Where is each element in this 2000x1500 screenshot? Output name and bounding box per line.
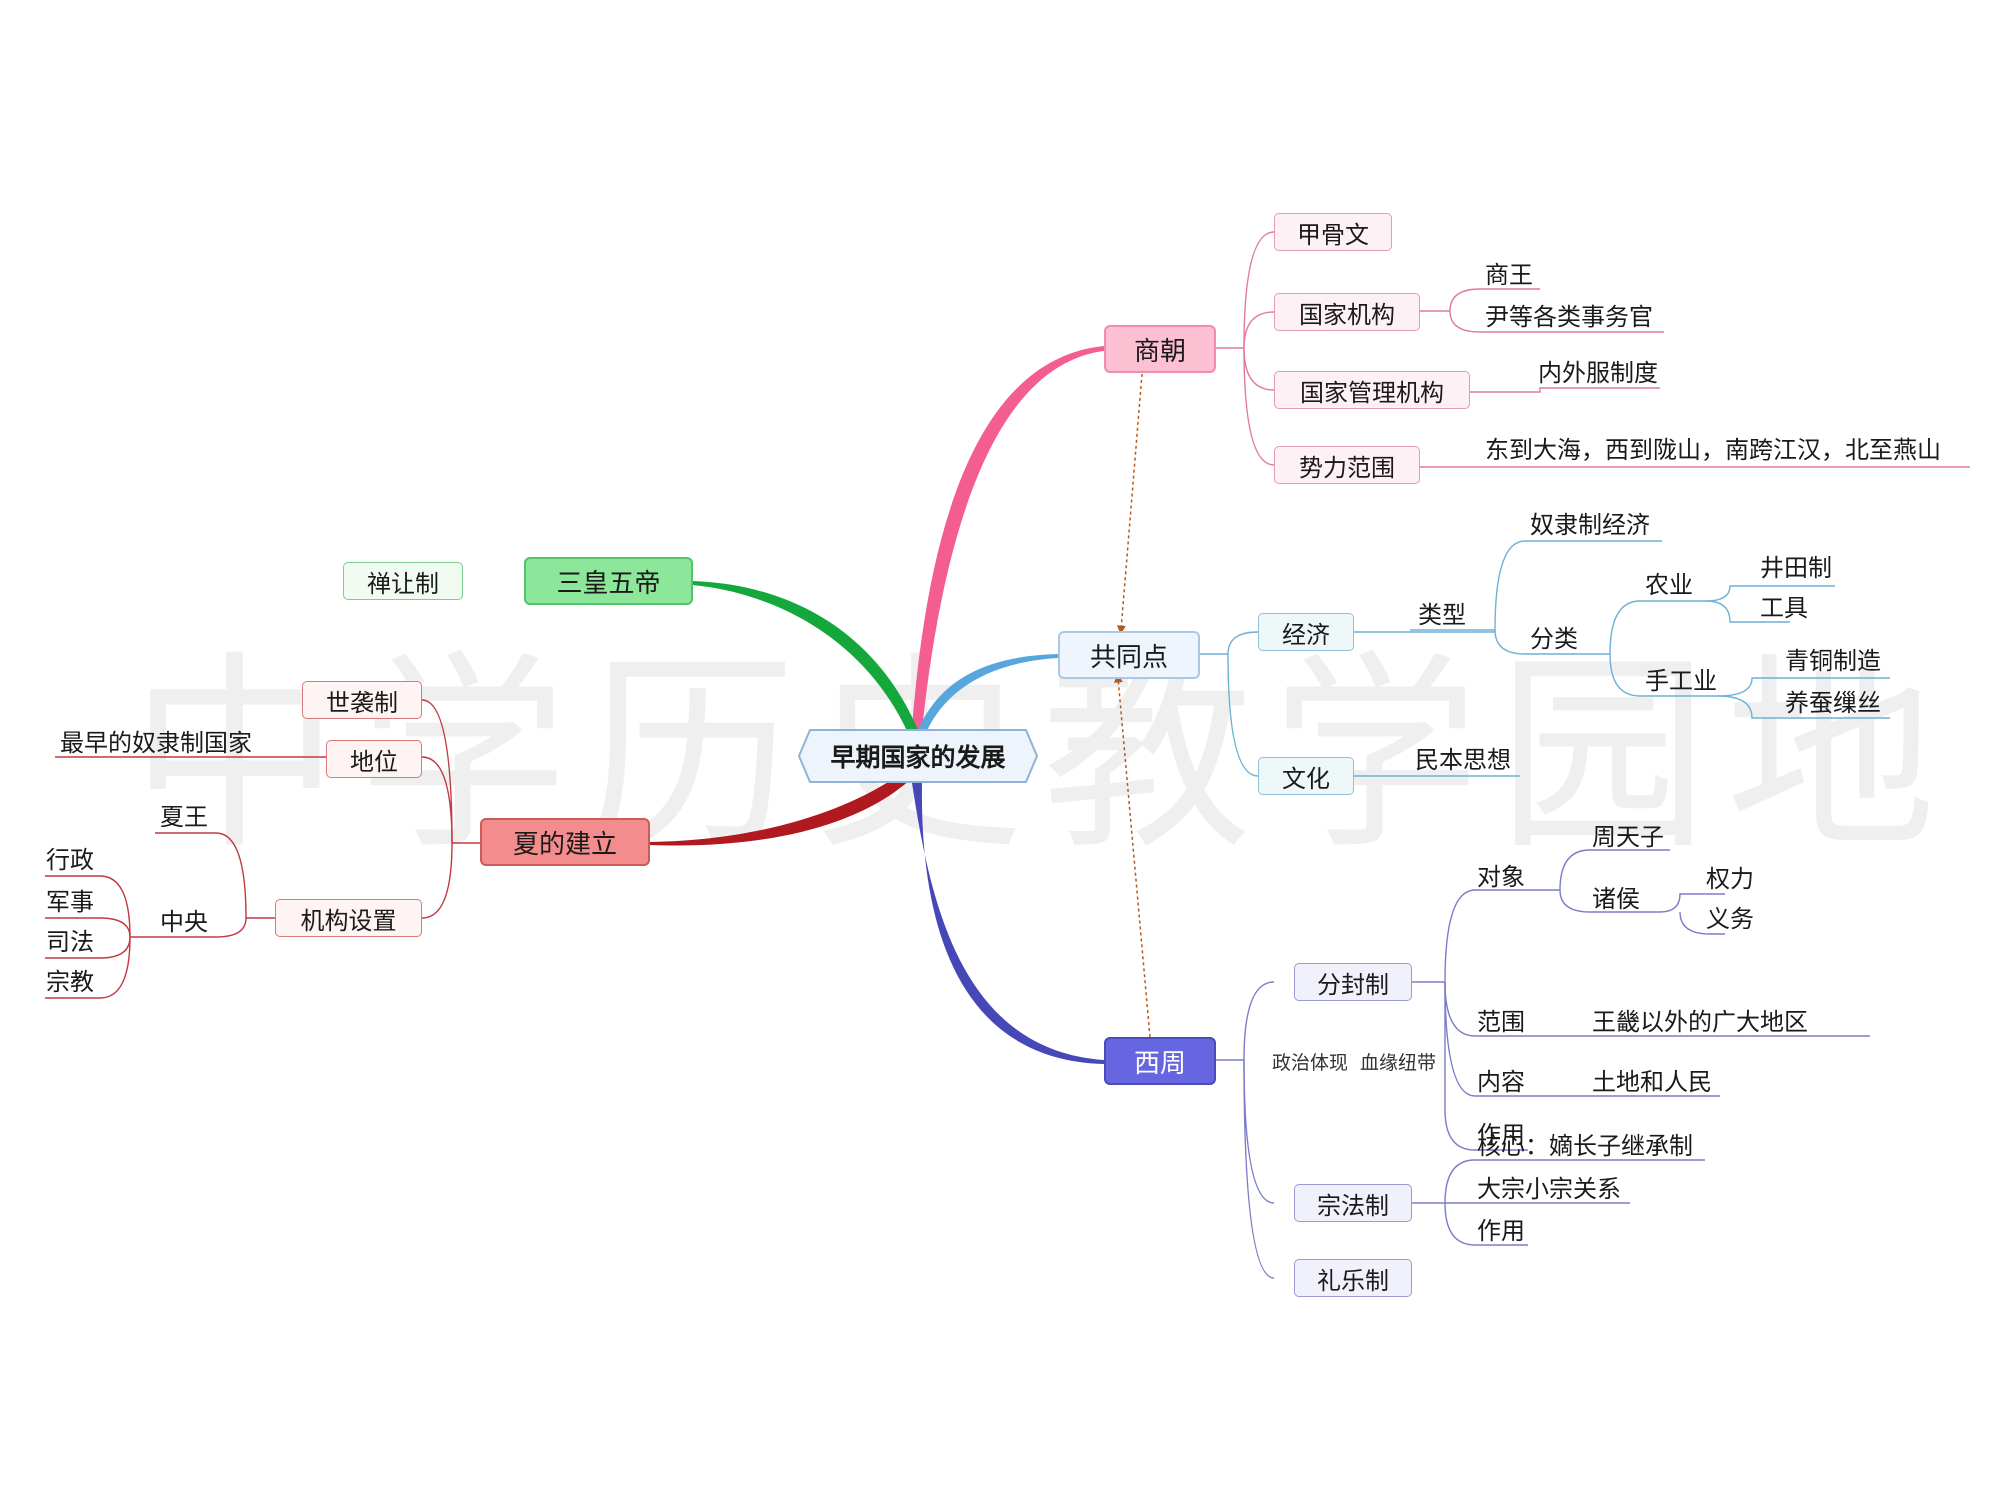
xia-jigou-node[interactable]: 机构设置: [275, 899, 422, 937]
zhou-effect: 作用: [1477, 1121, 1525, 1149]
shang-territory-node[interactable]: 势力范围: [1274, 446, 1420, 484]
shang-territory-range: 东到大海，西到陇山，南跨江汉，北至燕山: [1485, 436, 1941, 464]
shang-node[interactable]: 商朝: [1104, 325, 1216, 373]
sanhuang-label: 三皇五帝: [556, 568, 661, 599]
common-links: [1196, 540, 1890, 777]
zhou-fenfeng-label: 分封制: [1317, 970, 1389, 999]
xia-status-value: 最早的奴隶制国家: [60, 729, 252, 757]
xia-status-node[interactable]: 地位: [326, 740, 422, 778]
common-category: 分类: [1530, 625, 1578, 653]
xia-military: 军事: [46, 888, 94, 916]
zhou-liyue-label: 礼乐制: [1317, 1266, 1389, 1295]
zhou-links: [1214, 849, 1870, 1279]
relation-zhou-common: [1113, 673, 1151, 1038]
zhou-object: 对象: [1477, 863, 1525, 891]
common-silk: 养蚕缫丝: [1785, 689, 1881, 717]
common-node[interactable]: 共同点: [1058, 631, 1200, 679]
central-topic[interactable]: 早期国家的发展: [798, 729, 1038, 783]
shang-org-king: 商王: [1485, 261, 1533, 289]
xia-label: 夏的建立: [512, 829, 617, 860]
zhou-dazong: 大宗小宗关系: [1477, 1175, 1621, 1203]
shang-org-node[interactable]: 国家机构: [1274, 293, 1420, 331]
zhou-tianzi: 周天子: [1592, 823, 1664, 851]
sanhuang-node[interactable]: 三皇五帝: [524, 557, 693, 605]
xia-links: [45, 699, 480, 999]
xia-admin: 行政: [46, 846, 94, 874]
relation-shang-common: [1116, 373, 1143, 635]
zhou-label: 西周: [1133, 1048, 1186, 1079]
zhou-content: 内容: [1477, 1068, 1525, 1096]
xia-central: 中央: [160, 908, 208, 936]
shang-oracle-label: 甲骨文: [1297, 220, 1369, 249]
zhou-node[interactable]: 西周: [1104, 1037, 1216, 1085]
central-topic-shape: [798, 729, 1038, 783]
zhou-fenfeng-node[interactable]: 分封制: [1294, 963, 1412, 1001]
branch-sanhuang: [693, 581, 918, 733]
xia-religion: 宗教: [46, 968, 94, 996]
zhou-blood-label: 血缘纽带: [1360, 1052, 1437, 1074]
zhou-scope-value: 王畿以外的广大地区: [1592, 1008, 1808, 1036]
xia-shixi-label: 世袭制: [326, 688, 398, 717]
xia-jigou-label: 机构设置: [300, 906, 397, 935]
common-tools: 工具: [1760, 594, 1808, 622]
shang-label: 商朝: [1133, 336, 1186, 367]
common-economy-label: 经济: [1282, 620, 1330, 649]
shang-mgmt-node[interactable]: 国家管理机构: [1274, 371, 1470, 409]
sanhuang-shanrang-label: 禅让制: [367, 569, 439, 598]
shang-org-label: 国家机构: [1299, 300, 1395, 329]
common-minben: 民本思想: [1415, 746, 1511, 774]
zhou-politics-label: 政治体现: [1272, 1052, 1349, 1074]
common-economy-node[interactable]: 经济: [1258, 613, 1354, 651]
common-culture-node[interactable]: 文化: [1258, 757, 1354, 795]
shang-mgmt-system: 内外服制度: [1538, 359, 1658, 387]
common-agriculture: 农业: [1645, 571, 1693, 599]
shang-oracle-node[interactable]: 甲骨文: [1274, 213, 1392, 251]
zhou-scope: 范围: [1477, 1008, 1525, 1036]
xia-shixi-node[interactable]: 世袭制: [302, 681, 422, 719]
xia-node[interactable]: 夏的建立: [480, 818, 650, 866]
shang-links: [1214, 231, 1970, 468]
central-topic-label: 早期国家的发展: [830, 743, 1006, 772]
common-bronze: 青铜制造: [1785, 647, 1881, 675]
branch-common: [918, 654, 1058, 733]
common-well-field: 井田制: [1760, 554, 1832, 582]
branch-shang: [912, 346, 1104, 730]
zhou-zongfa-label: 宗法制: [1317, 1191, 1389, 1220]
zhou-core: 核心：嫡长子继承制: [1477, 1132, 1693, 1160]
common-culture-label: 文化: [1282, 764, 1330, 793]
zhou-content-value: 土地和人民: [1592, 1068, 1712, 1096]
common-label: 共同点: [1089, 642, 1168, 673]
common-slave-economy: 奴隶制经济: [1530, 511, 1650, 539]
zhou-liyue-node[interactable]: 礼乐制: [1294, 1259, 1412, 1297]
branch-xia: [650, 765, 922, 846]
common-handicraft: 手工业: [1645, 667, 1717, 695]
xia-king: 夏王: [160, 803, 208, 831]
sanhuang-shanrang-node[interactable]: 禅让制: [343, 562, 463, 600]
zhou-duty: 义务: [1706, 905, 1754, 933]
shang-mgmt-label: 国家管理机构: [1300, 378, 1444, 407]
zhou-zhuhou: 诸侯: [1592, 885, 1640, 913]
zhou-effect2: 作用: [1477, 1217, 1525, 1245]
shang-org-officials: 尹等各类事务官: [1485, 303, 1653, 331]
branch-zhou: [912, 783, 1104, 1064]
xia-judicial: 司法: [46, 928, 94, 956]
xia-status-label: 地位: [350, 747, 398, 776]
shang-territory-label: 势力范围: [1299, 453, 1395, 482]
common-type: 类型: [1418, 601, 1466, 629]
zhou-power: 权力: [1706, 865, 1754, 893]
zhou-zongfa-node[interactable]: 宗法制: [1294, 1184, 1412, 1222]
